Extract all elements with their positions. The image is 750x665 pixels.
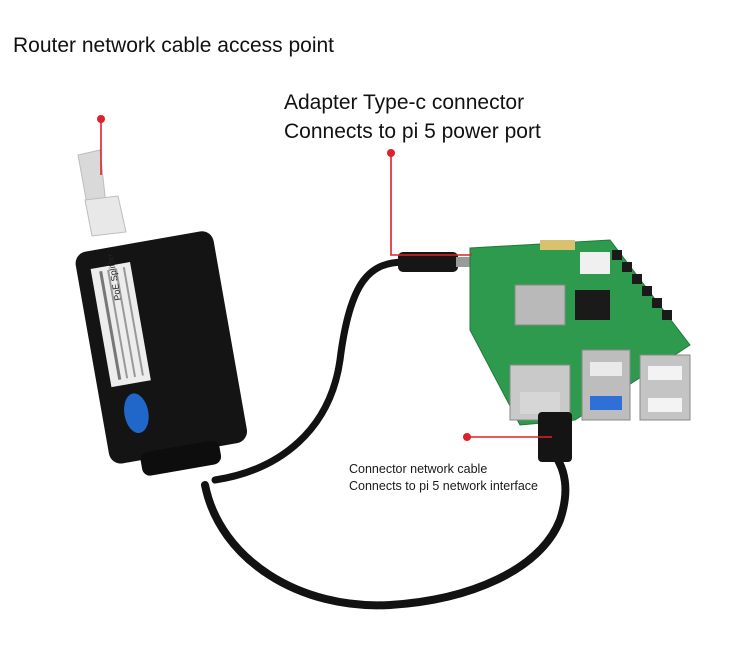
adapter-callout-label: Adapter Type-c connector Connects to pi … <box>284 88 541 146</box>
adapter-callout-pointer <box>387 149 472 256</box>
cables <box>201 258 570 610</box>
poe-splitter-box <box>75 231 248 476</box>
network-callout-pointer <box>463 433 552 441</box>
network-callout-line2: Connects to pi 5 network interface <box>349 479 538 493</box>
adapter-callout-line1: Adapter Type-c connector <box>284 91 525 114</box>
router-ethernet-cable <box>77 149 127 237</box>
network-plug <box>538 412 572 462</box>
router-callout-pointer <box>97 115 105 175</box>
raspberry-pi-5-board <box>469 239 691 426</box>
adapter-callout-line2: Connects to pi 5 power port <box>284 120 541 143</box>
type-c-plug <box>398 252 470 272</box>
network-callout-line1: Connector network cable <box>349 462 488 476</box>
router-cable-callout-label: Router network cable access point <box>13 34 334 57</box>
network-callout-label: Connector network cable Connects to pi 5… <box>349 461 538 495</box>
